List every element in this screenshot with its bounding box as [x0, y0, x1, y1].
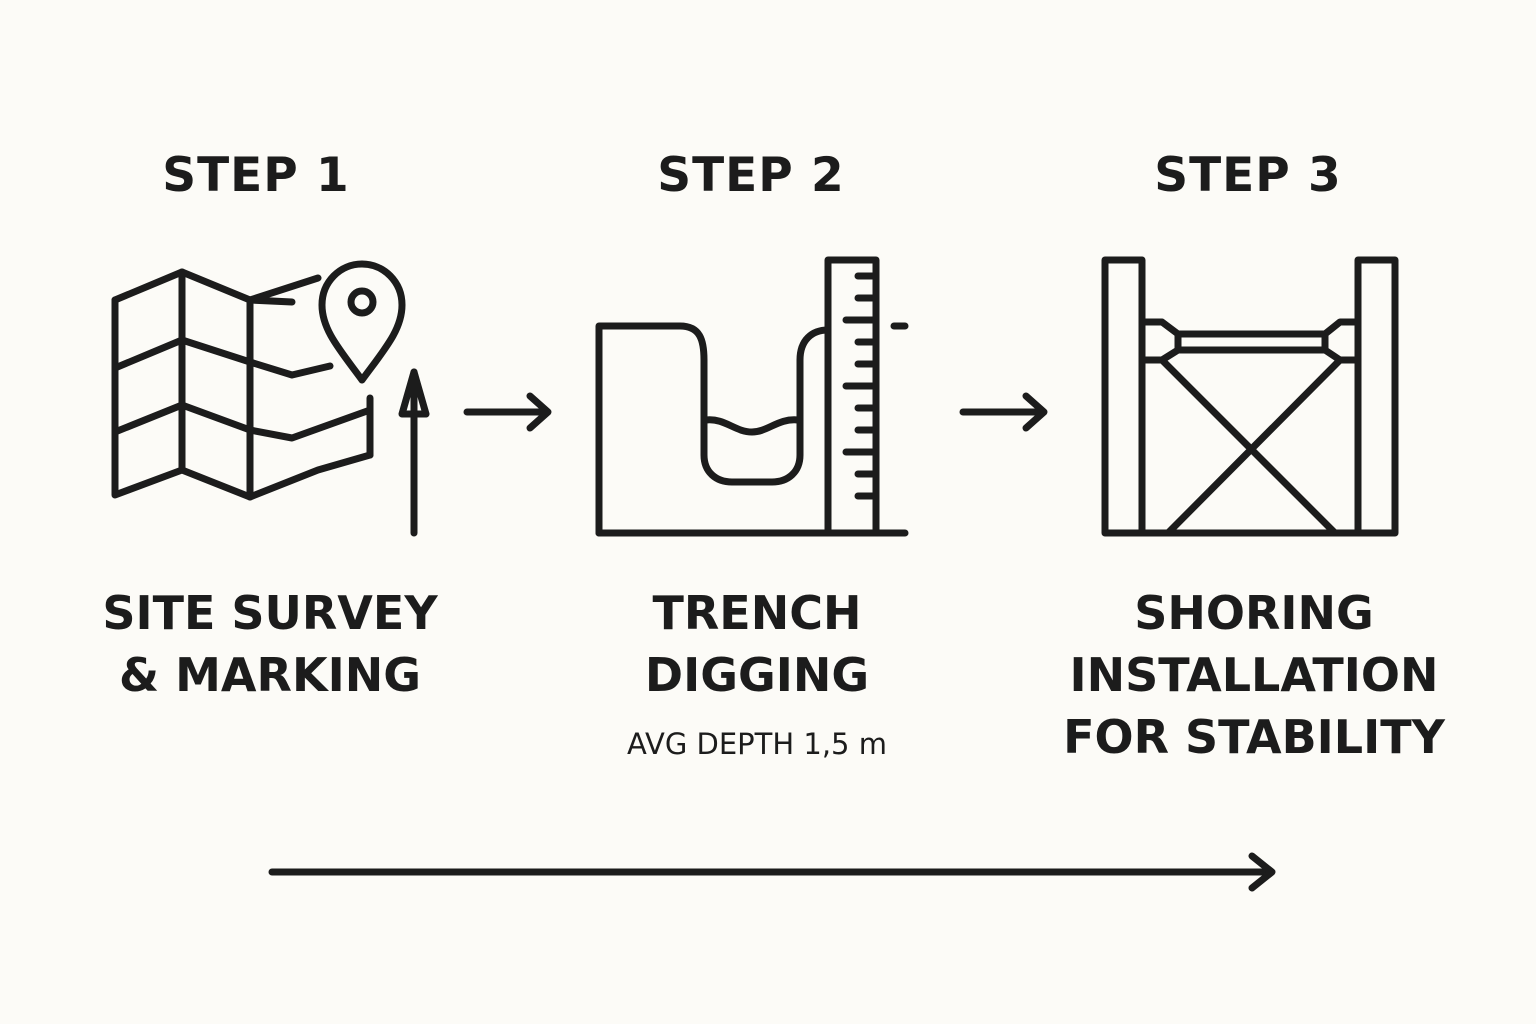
- step-1-label-line-1: SITE SURVEY: [102, 586, 438, 640]
- step-1-label-line-2: & MARKING: [119, 648, 421, 702]
- step-3-label-line-2: INSTALLATION: [1069, 648, 1439, 702]
- step-2-note: AVG DEPTH 1,5 m: [627, 727, 887, 761]
- step-3-label: SHORING INSTALLATION FOR STABILITY: [1024, 582, 1484, 768]
- step-2-label-line-1: TRENCH: [652, 586, 862, 640]
- step-1-title: STEP 1: [162, 148, 350, 203]
- step-2-label-line-2: DIGGING: [644, 648, 870, 702]
- step-3-title: STEP 3: [1154, 148, 1342, 203]
- step-2-title: STEP 2: [657, 148, 845, 203]
- step-3-label-line-3: FOR STABILITY: [1063, 710, 1445, 764]
- step-2-label: TRENCH DIGGING: [527, 582, 987, 706]
- step-1-label: SITE SURVEY & MARKING: [40, 582, 500, 706]
- step-3-label-line-1: SHORING: [1134, 586, 1374, 640]
